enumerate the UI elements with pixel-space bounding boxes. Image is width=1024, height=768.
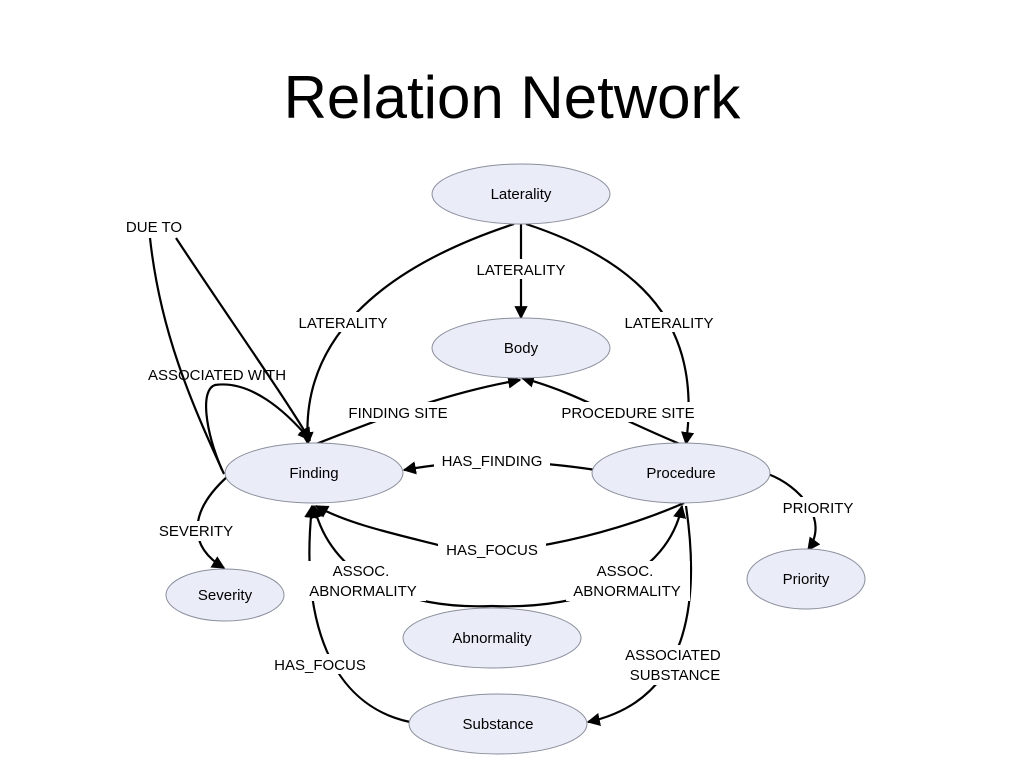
edge-label-assoc-abnormality-finding-line1: ASSOC.: [333, 563, 390, 580]
edge-laterality-finding: [300, 222, 515, 446]
edge-label-assoc-abnormality-procedure-line2: ABNORMALITY: [573, 583, 681, 600]
edge-label-assoc-abnormality-procedure: ASSOC. ABNORMALITY: [573, 563, 681, 600]
node-laterality: Laterality: [431, 163, 611, 225]
node-substance-label: Substance: [463, 716, 534, 733]
edge-label-laterality-procedure: LATERALITY: [625, 315, 714, 332]
node-finding-label: Finding: [289, 465, 338, 482]
edge-label-laterality-body: LATERALITY: [477, 262, 566, 279]
edge-due-to-a: [175, 237, 311, 442]
edge-has-focus-substance: [304, 504, 411, 724]
node-abnormality-label: Abnormality: [452, 630, 532, 647]
edge-label-severity: SEVERITY: [159, 523, 233, 540]
edge-label-laterality-finding: LATERALITY: [299, 315, 388, 332]
edge-label-has-finding: HAS_FINDING: [442, 453, 543, 470]
edge-due-to-b: [148, 237, 225, 475]
node-body: Body: [431, 317, 611, 379]
node-priority: Priority: [746, 548, 866, 610]
node-procedure: Procedure: [591, 442, 771, 504]
node-priority-label: Priority: [783, 571, 830, 588]
node-severity-label: Severity: [198, 587, 253, 604]
edge-label-assoc-abnormality-procedure-line1: ASSOC.: [597, 563, 654, 580]
edge-associated-substance: [586, 505, 693, 726]
edge-associated-with: [204, 383, 311, 471]
node-severity: Severity: [165, 568, 285, 622]
node-procedure-label: Procedure: [646, 465, 715, 482]
node-body-label: Body: [504, 340, 539, 357]
edge-label-associated-with: ASSOCIATED WITH: [148, 367, 286, 384]
node-abnormality: Abnormality: [402, 607, 582, 669]
edge-label-due-to: DUE TO: [126, 219, 182, 236]
node-laterality-label: Laterality: [491, 186, 552, 203]
node-finding: Finding: [224, 442, 404, 504]
edge-label-finding-site: FINDING SITE: [348, 405, 447, 422]
edge-label-procedure-site: PROCEDURE SITE: [561, 405, 694, 422]
page-title: Relation Network: [283, 64, 741, 131]
edge-label-assoc-abnormality-finding: ASSOC. ABNORMALITY: [309, 563, 417, 600]
edge-label-associated-substance-line2: SUBSTANCE: [630, 667, 721, 684]
edge-label-has-focus-substance: HAS_FOCUS: [274, 657, 366, 674]
node-substance: Substance: [408, 693, 588, 755]
edge-label-priority: PRIORITY: [783, 500, 854, 517]
edge-label-associated-substance-line1: ASSOCIATED: [625, 647, 721, 664]
edge-label-has-focus-procedure: HAS_FOCUS: [446, 542, 538, 559]
edge-label-assoc-abnormality-finding-line2: ABNORMALITY: [309, 583, 417, 600]
edge-label-associated-substance: ASSOCIATED SUBSTANCE: [625, 647, 725, 684]
